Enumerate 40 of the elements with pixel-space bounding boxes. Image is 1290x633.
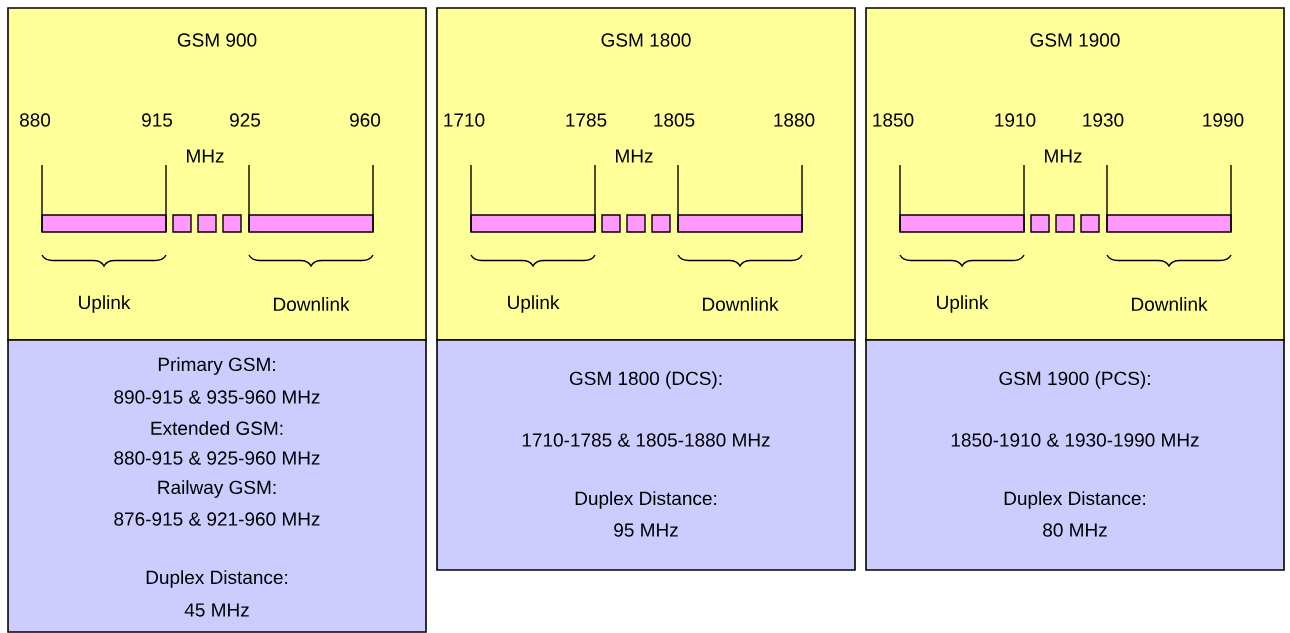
band-info-text: 45 MHz [184,603,249,617]
band-title: GSM 1800 [601,33,691,47]
frequency-label: 1710 [444,113,485,127]
frequency-label: 925 [230,113,261,127]
frequency-label: 1910 [995,113,1036,127]
band-info-text: GSM 1800 (DCS): [569,371,722,389]
band-title: GSM 1900 [1030,33,1120,47]
band-info-text: 1710-1785 & 1805-1880 MHz [522,433,770,447]
frequency-label: 960 [350,113,381,127]
band-info-text: 1850-1910 & 1930-1990 MHz [951,433,1199,447]
band-info-text: 876-915 & 921-960 MHz [114,512,320,526]
band-label: Downlink [274,297,350,311]
band-info-text: 880-915 & 925-960 MHz [114,451,320,465]
frequency-label: 1930 [1083,113,1124,127]
unit-label: MHz [187,149,224,163]
band-info-text: 890-915 & 935-960 MHz [114,390,320,404]
band-info-text: Duplex Distance: [1004,491,1146,509]
unit-label: MHz [1045,149,1082,163]
frequency-label: 1990 [1203,113,1244,127]
frequency-label: 915 [142,113,173,127]
band-label: Uplink [79,295,131,313]
unit-label: MHz [616,149,653,163]
band-info-text: Railway GSM: [158,480,276,498]
frequency-label: 1880 [774,113,815,127]
band-info-text: Extended GSM: [151,421,283,435]
band-info-text: Duplex Distance: [146,570,288,588]
frequency-label: 1850 [873,113,914,127]
band-info-text: 95 MHz [614,523,678,537]
band-info-text: GSM 1900 (PCS): [999,371,1150,389]
band-label: Uplink [937,295,989,313]
band-label: Downlink [703,297,779,311]
frequency-label: 1785 [566,113,607,127]
band-info-text: 80 MHz [1043,523,1107,537]
frequency-label: 880 [20,113,51,127]
band-label: Downlink [1132,297,1208,311]
band-info-text: Duplex Distance: [575,491,717,509]
frequency-label: 1805 [654,113,695,127]
band-title: GSM 900 [177,33,257,47]
band-label: Uplink [508,295,560,313]
band-info-text: Primary GSM: [158,357,275,375]
